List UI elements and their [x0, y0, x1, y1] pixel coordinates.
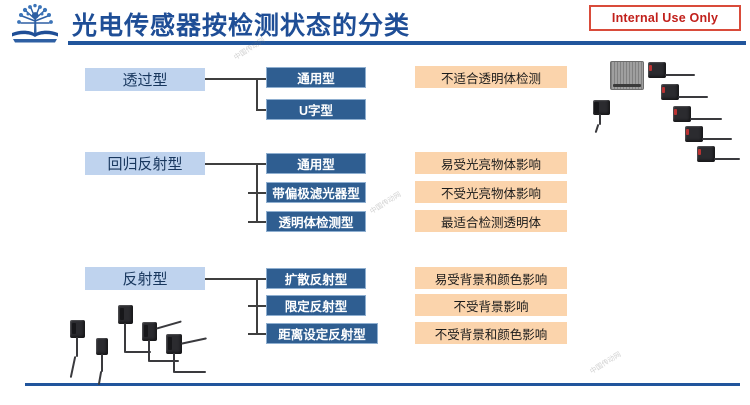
- note-box-2-2: 不受光亮物体影响: [415, 181, 567, 203]
- sensor-amplifier-photo: [610, 61, 644, 90]
- connector-stem-2: [205, 163, 257, 165]
- sensor-photo: [593, 100, 643, 140]
- sensor-photo: [673, 106, 735, 130]
- internal-use-only-badge: Internal Use Only: [589, 5, 741, 31]
- note-box-1-1: 不适合透明体检测: [415, 66, 567, 88]
- connector-branch-1-1: [256, 78, 266, 80]
- connector-spine-1: [256, 78, 258, 110]
- connector-stem-1: [205, 78, 257, 80]
- category-box-3[interactable]: 反射型: [85, 267, 205, 290]
- type-box-2-3[interactable]: 透明体检测型: [266, 211, 366, 232]
- photoelectric-sensor-array-photo: [588, 58, 746, 163]
- page-title: 光电传感器按检测状态的分类: [72, 12, 411, 40]
- watermark: 中国传动网: [369, 191, 403, 216]
- watermark: 中国传动网: [589, 351, 623, 376]
- type-box-1-2[interactable]: U字型: [266, 99, 366, 120]
- sensor-photo: [118, 305, 158, 365]
- type-box-3-3[interactable]: 距离设定反射型: [266, 323, 378, 344]
- sensor-photo: [96, 338, 124, 386]
- note-box-2-1: 易受光亮物体影响: [415, 152, 567, 174]
- type-box-3-1[interactable]: 扩散反射型: [266, 268, 366, 289]
- connector-branch-2-2: [248, 192, 266, 194]
- note-box-3-2: 不受背景影响: [415, 294, 567, 316]
- category-box-2[interactable]: 回归反射型: [85, 152, 205, 175]
- connector-branch-3-2: [248, 305, 266, 307]
- sensor-photo: [697, 146, 749, 168]
- type-box-3-2[interactable]: 限定反射型: [266, 295, 366, 316]
- connector-branch-2-3: [248, 221, 266, 223]
- footer-divider: [25, 383, 740, 386]
- type-box-1-1[interactable]: 通用型: [266, 67, 366, 88]
- note-box-2-3: 最适合检测透明体: [415, 210, 567, 232]
- connector-branch-1-2: [256, 109, 266, 111]
- category-box-1[interactable]: 透过型: [85, 68, 205, 91]
- type-box-2-1[interactable]: 通用型: [266, 153, 366, 174]
- header-divider: [68, 41, 746, 45]
- sensor-photo: [661, 84, 721, 108]
- sensor-photo: [69, 320, 100, 380]
- connector-stem-3: [205, 278, 257, 280]
- sensor-photo: [166, 334, 224, 376]
- connector-branch-3-1: [256, 278, 266, 280]
- sensor-photo: [648, 62, 708, 86]
- reflective-sensor-array-photo: [62, 300, 224, 386]
- note-box-3-1: 易受背景和颜色影响: [415, 267, 567, 289]
- connector-branch-3-3: [248, 333, 266, 335]
- type-box-2-2[interactable]: 带偏极滤光器型: [266, 182, 366, 203]
- sensor-photo: [685, 126, 745, 150]
- badge-label: Internal Use Only: [611, 11, 719, 25]
- note-box-3-3: 不受背景和颜色影响: [415, 322, 567, 344]
- sensor-photo: [142, 320, 198, 367]
- book-tree-logo-icon: [8, 3, 62, 45]
- connector-branch-2-1: [256, 163, 266, 165]
